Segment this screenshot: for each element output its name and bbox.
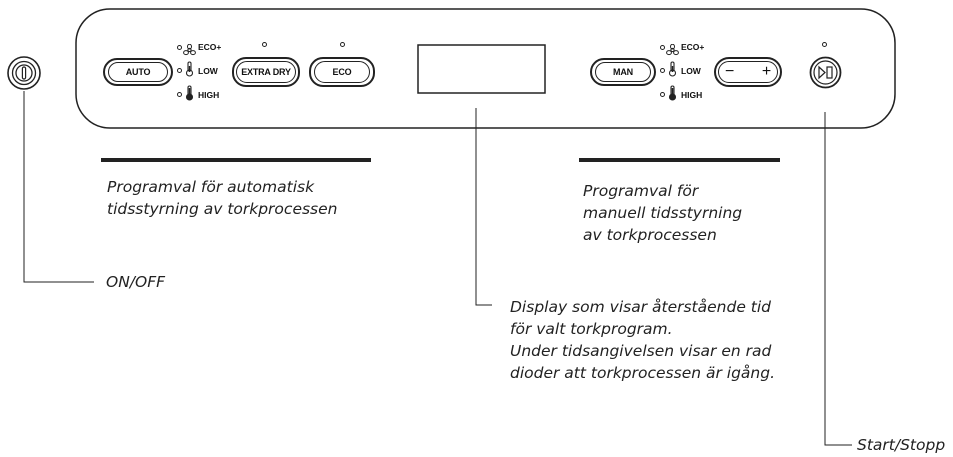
onoff-leader-line xyxy=(23,91,94,283)
manual-caption-line-2: manuell tidsstyrning xyxy=(583,204,743,222)
auto-high-led xyxy=(177,92,182,97)
startstop-caption: Start/Stopp xyxy=(857,436,946,454)
man-high-led xyxy=(660,92,665,97)
auto-caption-line-2: tidsstyrning av torkprocessen xyxy=(107,200,338,218)
manual-caption-line-1: Programval för xyxy=(583,182,699,200)
auto-group-bar xyxy=(101,158,371,162)
man-low-label: LOW xyxy=(681,66,701,76)
play-pause-icon[interactable] xyxy=(809,56,842,93)
auto-button-label: AUTO xyxy=(108,62,168,82)
fan-icon xyxy=(183,41,196,60)
eco-button-label: ECO xyxy=(314,61,370,83)
thermometer-icon xyxy=(668,61,677,81)
man-eco-plus-label: ECO+ xyxy=(681,42,705,52)
startstop-leader-line xyxy=(824,112,852,446)
display-caption: Display som visar återstående tid för va… xyxy=(510,296,775,384)
man-eco-plus-led xyxy=(660,45,665,50)
power-knob-icon[interactable] xyxy=(6,55,42,95)
display-caption-line-3: Under tidsangivelsen visar en rad xyxy=(510,342,772,360)
minus-plus-button[interactable]: − + xyxy=(714,57,782,87)
plus-button[interactable]: + xyxy=(761,63,771,80)
fan-icon xyxy=(666,41,679,60)
auto-eco-plus-label: ECO+ xyxy=(198,42,222,52)
thermometer-icon xyxy=(185,85,194,105)
man-low-led xyxy=(660,68,665,73)
display-caption-line-2: för valt torkprogram. xyxy=(510,320,673,338)
man-high-label: HIGH xyxy=(681,90,703,100)
extra-dry-led xyxy=(262,42,267,47)
display-caption-line-4: dioder att torkprocessen är igång. xyxy=(510,364,776,382)
display-leader-line xyxy=(475,108,492,306)
extra-dry-button[interactable]: EXTRA DRY xyxy=(232,57,300,87)
thermometer-icon xyxy=(668,85,677,105)
auto-high-label: HIGH xyxy=(198,90,220,100)
eco-button[interactable]: ECO xyxy=(309,57,375,87)
auto-button[interactable]: AUTO xyxy=(103,58,173,86)
manual-caption: Programval för manuell tidsstyrning av t… xyxy=(583,180,742,246)
auto-caption-line-1: Programval för automatisk xyxy=(107,178,315,196)
auto-caption: Programval för automatisk tidsstyrning a… xyxy=(107,176,338,220)
control-panel-outline xyxy=(75,8,896,129)
extra-dry-button-label: EXTRA DRY xyxy=(236,61,296,83)
man-button[interactable]: MAN xyxy=(590,58,656,86)
start-stop-led xyxy=(822,42,827,47)
man-button-label: MAN xyxy=(595,62,651,82)
manual-caption-line-3: av torkprocessen xyxy=(583,226,717,244)
auto-eco-plus-led xyxy=(177,45,182,50)
eco-led xyxy=(340,42,345,47)
auto-low-label: LOW xyxy=(198,66,218,76)
minus-button[interactable]: − xyxy=(725,63,735,80)
display-window xyxy=(417,44,546,94)
display-caption-line-1: Display som visar återstående tid xyxy=(510,298,772,316)
auto-low-led xyxy=(177,68,182,73)
thermometer-icon xyxy=(185,61,194,81)
manual-group-bar xyxy=(579,158,780,162)
onoff-caption: ON/OFF xyxy=(106,273,166,291)
